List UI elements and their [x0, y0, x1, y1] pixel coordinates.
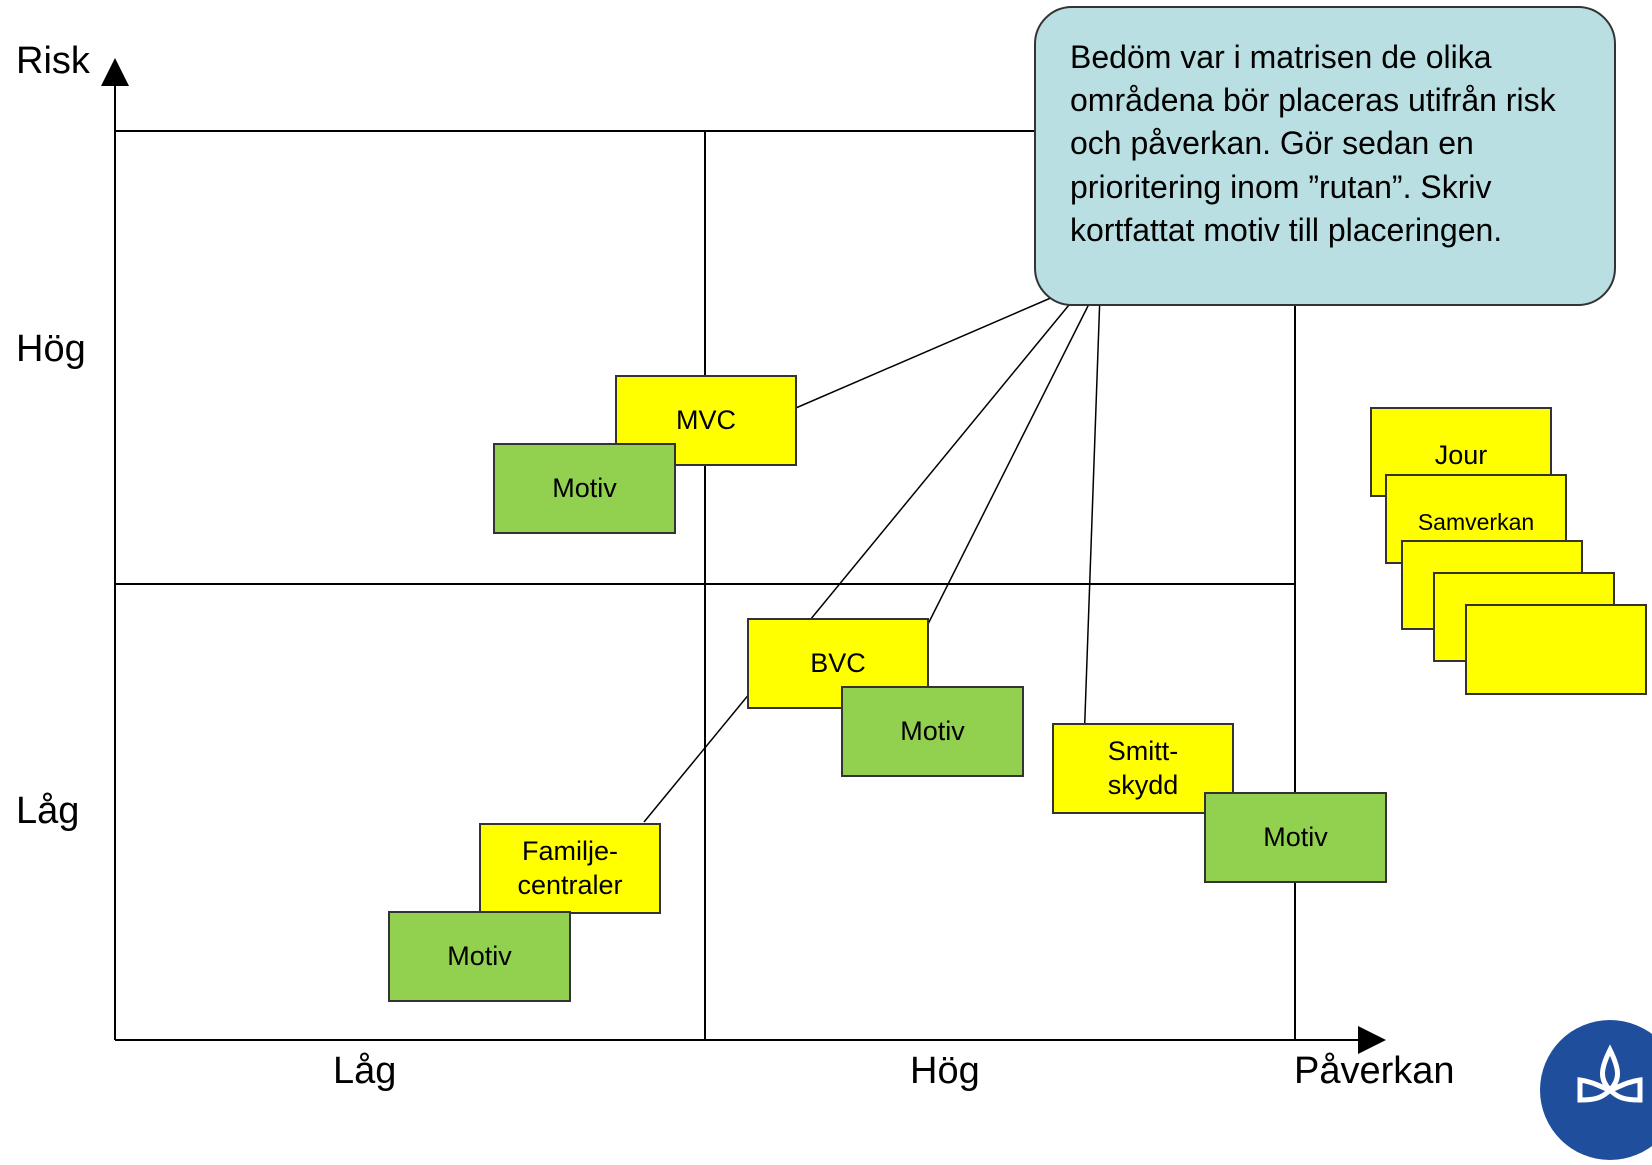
area-box-familjecentraler[interactable]: Familje- centraler: [479, 823, 661, 914]
area-box-empty-3[interactable]: [1465, 604, 1647, 695]
instruction-text: Bedöm var i matrisen de olika områdena b…: [1070, 39, 1556, 248]
area-box-mvc[interactable]: MVC: [615, 375, 797, 466]
motiv-box-bvc[interactable]: Motiv: [841, 686, 1024, 777]
x-axis-low-label: Låg: [333, 1050, 397, 1092]
instruction-callout: Bedöm var i matrisen de olika områdena b…: [1034, 6, 1616, 306]
y-axis-title: Risk: [16, 40, 90, 82]
x-axis-title: Påverkan: [1294, 1050, 1455, 1092]
area-box-smittskydd[interactable]: Smitt- skydd: [1052, 723, 1234, 814]
region-logo-icon: [1540, 1020, 1652, 1160]
motiv-box-familjecentraler[interactable]: Motiv: [388, 911, 571, 1002]
motiv-box-smittskydd[interactable]: Motiv: [1204, 792, 1387, 883]
y-axis-low-label: Låg: [16, 790, 80, 832]
x-axis-high-label: Hög: [910, 1050, 980, 1092]
y-axis-high-label: Hög: [16, 328, 86, 370]
motiv-box-mvc[interactable]: Motiv: [493, 443, 676, 534]
